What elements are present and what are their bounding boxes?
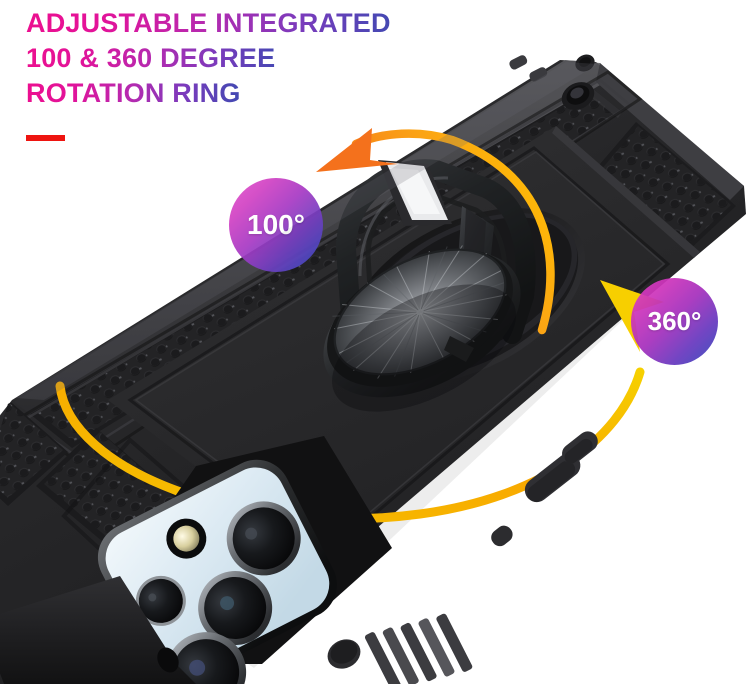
speaker-grille: [364, 613, 473, 684]
headphone-jack-hole: [157, 647, 179, 673]
camera-lens-group: [135, 501, 301, 684]
case-top-edge: [509, 54, 595, 110]
case-bottom-edge: [0, 576, 361, 684]
ring-hinge-pad: [378, 160, 452, 226]
100-degree-tilt-arrow: [316, 128, 555, 335]
small-side-button: [491, 525, 513, 547]
top-button-nub-1: [509, 55, 528, 70]
top-button-nub-2: [529, 67, 548, 82]
badge-360-degree: 360°: [631, 278, 718, 365]
badge-100-degree: 100°: [229, 178, 323, 272]
case-side-buttons: [491, 431, 598, 547]
headline-divider: [26, 135, 65, 141]
case-texture-patch-left-2: [0, 396, 68, 506]
phone-camera-module: [97, 436, 392, 684]
ring-disc-notch: [444, 336, 474, 362]
